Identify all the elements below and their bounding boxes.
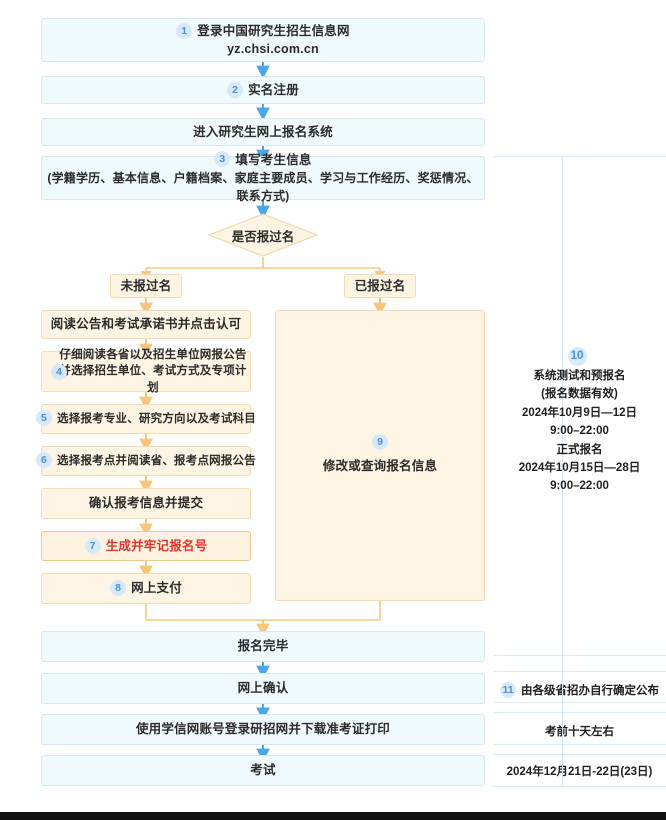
decision-diamond-shape [207, 213, 319, 257]
node-step-2-label: 实名注册 [248, 82, 299, 97]
step-badge-2: 2 [227, 81, 244, 98]
node-step-7-text: 7 生成并牢记报名号 [84, 537, 208, 555]
node-step-6-text: 6 选择报考点并阅读省、报考点网报公告 [36, 451, 256, 470]
node-step-8-label: 网上支付 [131, 581, 182, 596]
right-separator-1 [493, 655, 666, 656]
branch-not-registered[interactable]: 未报过名 [110, 274, 182, 298]
step-badge-7: 7 [84, 537, 101, 554]
note-step-10-time2: 9:00–22:00 [550, 480, 609, 493]
node-read-announcement-label: 阅读公告和考试承诺书并点击认可 [50, 317, 242, 332]
node-step-1-line1: 登录中国研究生招生信息网 [197, 23, 350, 38]
step-badge-11: 11 [500, 681, 516, 698]
node-enter-system[interactable]: 进入研究生网上报名系统 [41, 118, 485, 146]
branch-registered-label: 已报过名 [354, 278, 406, 293]
node-step-4[interactable]: 4 仔细阅读各省以及招生单位网报公告 并选择招生单位、考试方式及专项计划 [41, 349, 251, 394]
bottom-strip [0, 812, 666, 820]
step-badge-4: 4 [51, 363, 67, 380]
node-confirm-submit[interactable]: 确认报考信息并提交 [41, 488, 251, 519]
note-exam-date: 2024年12月21日-22日(23日) [506, 766, 653, 778]
node-step-3-line2: (学籍学历、基本信息、户籍档案、家庭主要成员、学习与工作经历、奖惩情况、联系方式… [47, 170, 479, 204]
node-registration-complete[interactable]: 报名完毕 [41, 631, 485, 662]
node-step-8[interactable]: 8 网上支付 [41, 573, 251, 604]
node-enter-system-label: 进入研究生网上报名系统 [193, 124, 333, 139]
node-step-8-text: 8 网上支付 [110, 579, 182, 597]
branch-not-registered-label: 未报过名 [120, 278, 172, 293]
node-step-5-text: 5 选择报考专业、研究方向以及考试科目 [36, 409, 256, 428]
node-step-6[interactable]: 6 选择报考点并阅读省、报考点网报公告 [36, 446, 256, 476]
node-step-3[interactable]: 3 填写考生信息 (学籍学历、基本信息、户籍档案、家庭主要成员、学习与工作经历、奖… [41, 151, 485, 203]
branch-registered[interactable]: 已报过名 [344, 274, 416, 298]
node-online-confirm-label: 网上确认 [237, 681, 289, 696]
node-step-5[interactable]: 5 选择报考专业、研究方向以及考试科目 [36, 404, 256, 434]
node-download-admit-card-label: 使用学信网账号登录研招网并下载准考证打印 [135, 722, 390, 737]
step-badge-8: 8 [110, 580, 127, 597]
right-annotation-column: 10 系统测试和预报名 (报名数据有效) 2024年10月9日—12日 9:00… [493, 0, 666, 820]
node-step-1-line2: yz.chsi.com.cn [227, 42, 319, 56]
node-step-4-text: 仔细阅读各省以及招生单位网报公告 并选择招生单位、考试方式及专项计划 [42, 347, 250, 397]
node-step-7[interactable]: 7 生成并牢记报名号 [41, 531, 251, 561]
decision-registered-before[interactable]: 是否报过名 [207, 213, 319, 257]
step-badge-3: 3 [214, 151, 231, 168]
note-step-10-title: 系统测试和预报名 [533, 370, 626, 382]
node-step-3-text: 3 填写考生信息 (学籍学历、基本信息、户籍档案、家庭主要成员、学习与工作经历、奖… [42, 151, 484, 206]
step-badge-9: 9 [372, 434, 388, 451]
right-separator-4 [493, 712, 666, 713]
right-separator-7 [493, 786, 666, 787]
node-step-1[interactable]: 1 登录中国研究生招生信息网 yz.chsi.com.cn [41, 18, 485, 62]
node-step-2-text: 2 实名注册 [227, 81, 299, 99]
note-step-11: 11 由各级省招办自行确定公布 [493, 681, 666, 699]
node-step-6-label: 选择报考点并阅读省、报考点网报公告 [57, 454, 256, 467]
step-badge-5: 5 [36, 409, 53, 426]
right-timeline-line-bottom [562, 655, 563, 786]
node-exam[interactable]: 考试 [41, 755, 485, 786]
right-separator-3 [493, 702, 666, 703]
note-step-10-subtitle: (报名数据有效) [541, 388, 618, 401]
node-step-4-line2: 并选择招生单位、考试方式及专项计划 [59, 365, 247, 394]
node-step-9-label: 修改或查询报名信息 [322, 459, 438, 474]
right-separator-6 [493, 754, 666, 755]
right-separator-5 [493, 744, 666, 745]
node-step-4-line1: 仔细阅读各省以及招生单位网报公告 [59, 348, 247, 361]
note-admit-card-time: 考前十天左右 [545, 726, 614, 738]
node-download-admit-card[interactable]: 使用学信网账号登录研招网并下载准考证打印 [41, 714, 485, 745]
step-badge-6: 6 [36, 451, 53, 468]
note-step-10-time1: 9:00–22:00 [550, 425, 609, 438]
note-step-10-dates2: 2024年10月15日—28日 [518, 461, 641, 474]
note-step-10-dates1: 2024年10月9日—12日 [521, 406, 638, 419]
right-separator-top [493, 156, 666, 157]
note-step-11-label: 由各级省招办自行确定公布 [521, 685, 659, 697]
step-badge-10: 10 [567, 347, 587, 366]
right-timeline-line [562, 157, 563, 655]
node-step-7-label: 生成并牢记报名号 [105, 538, 208, 553]
step-badge-1: 1 [176, 22, 193, 39]
node-confirm-submit-label: 确认报考信息并提交 [88, 496, 204, 511]
decision-label: 是否报过名 [231, 229, 295, 244]
node-step-3-line1: 填写考生信息 [235, 152, 312, 167]
node-registration-complete-label: 报名完毕 [237, 639, 289, 654]
right-separator-2 [493, 671, 666, 672]
node-step-5-label: 选择报考专业、研究方向以及考试科目 [57, 412, 256, 425]
node-exam-label: 考试 [250, 763, 276, 778]
node-step-2[interactable]: 2 实名注册 [41, 76, 485, 104]
node-step-1-text: 1 登录中国研究生招生信息网 yz.chsi.com.cn [176, 22, 350, 58]
node-step-9[interactable]: 9 修改或查询报名信息 [275, 310, 485, 601]
note-step-10: 10 系统测试和预报名 (报名数据有效) 2024年10月9日—12日 9:00… [493, 347, 666, 496]
node-online-confirm[interactable]: 网上确认 [41, 673, 485, 704]
node-read-announcement[interactable]: 阅读公告和考试承诺书并点击认可 [41, 310, 251, 339]
note-step-10-title2: 正式报名 [556, 443, 603, 456]
